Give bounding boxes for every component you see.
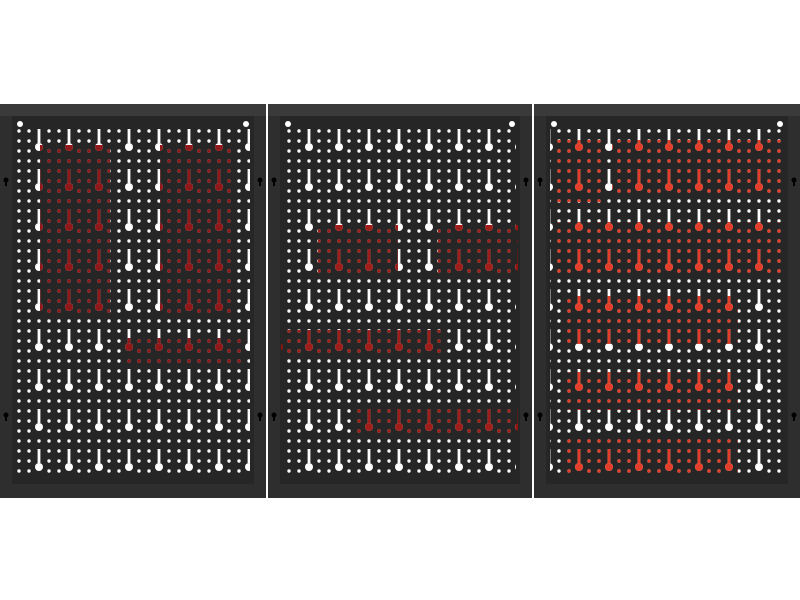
tool-silhouette bbox=[352, 405, 518, 439]
right-pegboard bbox=[534, 104, 800, 498]
tool-silhouette bbox=[557, 222, 782, 278]
center-pegboard bbox=[268, 104, 532, 498]
tool-silhouette bbox=[438, 225, 518, 277]
tool-silhouette bbox=[125, 338, 245, 368]
tool-silhouette bbox=[562, 296, 738, 344]
tool-silhouette bbox=[562, 436, 738, 474]
tool-silhouette bbox=[612, 140, 784, 198]
tool-silhouette bbox=[40, 145, 110, 315]
tool-silhouette bbox=[562, 372, 738, 410]
left-pegboard bbox=[0, 104, 266, 498]
tool-silhouette bbox=[281, 330, 446, 358]
tool-silhouette bbox=[557, 140, 602, 202]
tool-silhouette bbox=[318, 225, 398, 277]
tool-silhouette bbox=[160, 145, 235, 315]
